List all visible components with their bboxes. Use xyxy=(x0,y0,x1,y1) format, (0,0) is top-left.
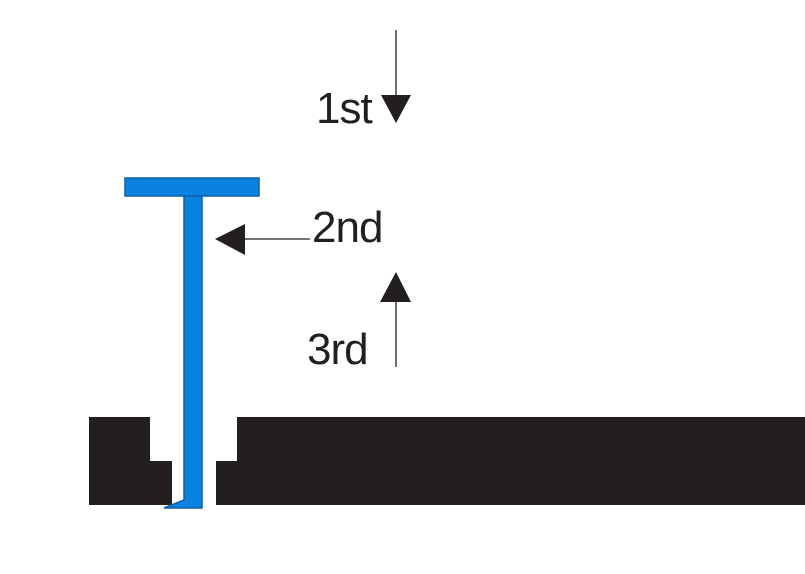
t-tool-head xyxy=(124,177,260,197)
t-tool xyxy=(124,177,260,509)
t-tool-shaft xyxy=(163,195,203,509)
label-1st: 1st xyxy=(316,84,372,133)
label-2nd: 2nd xyxy=(312,203,382,252)
arrow-3rd-up-icon xyxy=(380,272,411,367)
arrow-1st-down-icon xyxy=(381,30,411,123)
base-plate xyxy=(89,417,805,505)
arrow-2nd-left-icon xyxy=(215,224,310,255)
label-3rd: 3rd xyxy=(307,325,368,374)
